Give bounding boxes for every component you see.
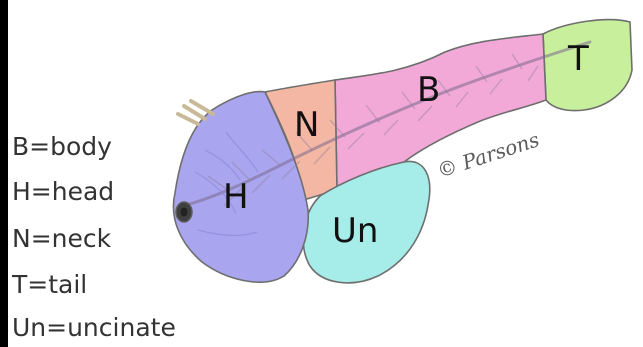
legend-item-tail: T=tail	[12, 270, 87, 300]
legend: B=body H=head N=neck T=tail Un=uncinate	[12, 132, 242, 347]
signature-text: © Parsons	[434, 127, 542, 183]
legend-item-head: H=head	[12, 177, 114, 207]
legend-item-neck: N=neck	[12, 224, 111, 254]
legend-item-body: B=body	[12, 132, 112, 162]
label-tail: T	[567, 39, 589, 79]
label-body: B	[417, 70, 440, 110]
label-neck: N	[294, 105, 319, 145]
label-uncinate: Un	[332, 211, 378, 251]
legend-item-uncinate: Un=uncinate	[12, 313, 176, 343]
